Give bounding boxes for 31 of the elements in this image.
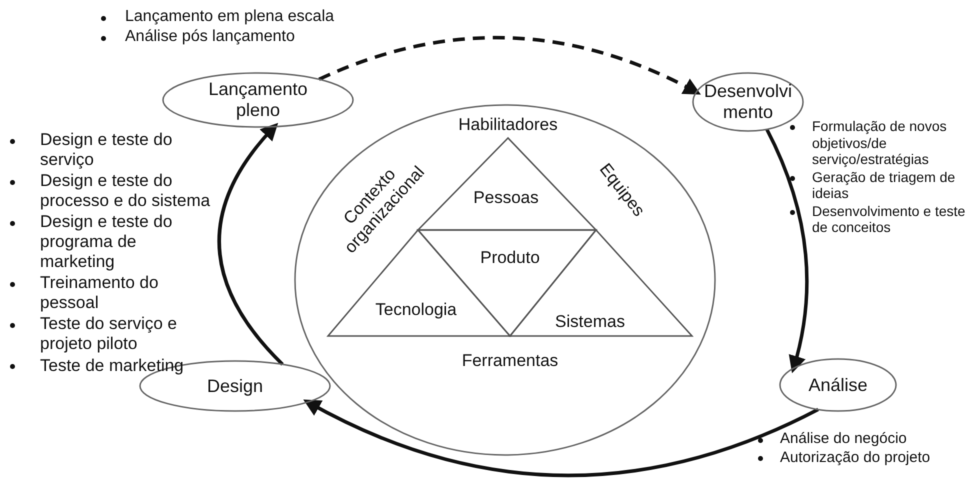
bullet-text: Autorização do projeto xyxy=(780,448,930,466)
stage-label: Design xyxy=(206,376,264,396)
cycle-arrow xyxy=(318,36,701,94)
segment-label: Produto xyxy=(480,248,540,268)
stage-ellipse xyxy=(780,359,896,411)
bullet-text: Design e teste do programa de marketing xyxy=(40,212,172,272)
enabler-circle xyxy=(295,105,715,455)
stage-label: Desenvolvimento xyxy=(702,81,794,123)
cycle-arrow xyxy=(218,122,284,366)
stage-label: Análise xyxy=(807,374,869,396)
stage-ellipse xyxy=(693,73,803,131)
stage-label: Lançamento pleno xyxy=(207,79,309,121)
bullet-text: Design e teste do processo e do sistema xyxy=(40,171,210,210)
segment-label: Pessoas xyxy=(473,188,539,208)
bullet-text: Geração de triagem de ideias xyxy=(812,168,956,202)
enabler-label: Ferramentas xyxy=(462,351,558,371)
segment-label: Sistemas xyxy=(555,312,625,332)
segment-label: Tecnologia xyxy=(375,300,457,320)
bullet-text: Formulação de novos objetivos/de serviço/estratégias xyxy=(812,118,947,168)
cycle-arrow xyxy=(303,400,819,478)
bullet-text: Desenvolvimento e teste de conceitos xyxy=(812,202,966,236)
bullet-text: Design e teste do serviço xyxy=(40,130,172,170)
enabler-label: Habilitadores xyxy=(458,115,558,135)
bullet-text: Lançamento em plena escala xyxy=(125,8,334,25)
cycle-arrow xyxy=(765,128,809,374)
bullet-text: Análise pós lançamento xyxy=(125,28,295,45)
stage-ellipse xyxy=(163,73,353,127)
bullet-text: Teste de marketing xyxy=(40,356,184,375)
bullet-text: Análise do negócio xyxy=(780,430,907,447)
bullet-text: Teste do serviço e projeto piloto xyxy=(40,314,178,354)
bullet-text: Treinamento do pessoal xyxy=(40,273,158,312)
